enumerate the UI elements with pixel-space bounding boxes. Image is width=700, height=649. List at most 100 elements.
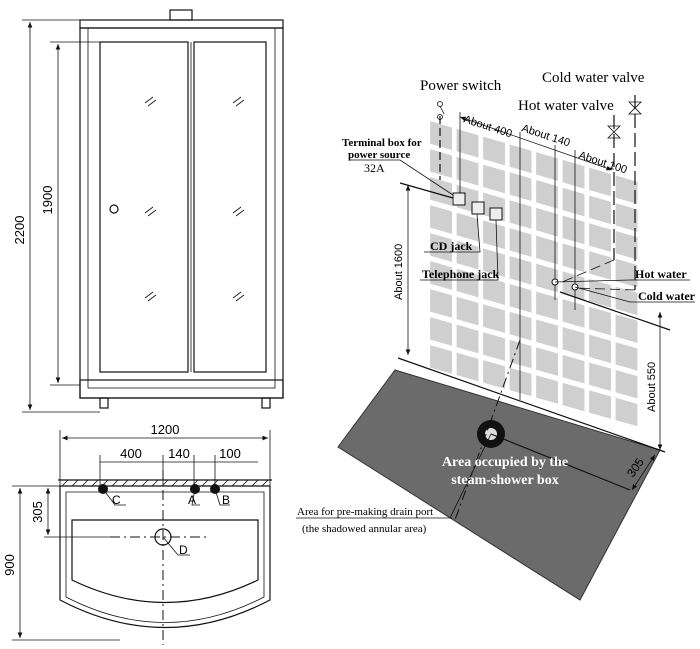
- cold-water-valve-icon: [628, 101, 642, 115]
- wall-tile: [562, 299, 585, 328]
- wall-tile: [589, 223, 611, 252]
- wall-tile: [456, 212, 479, 242]
- power-switch-label: Power switch: [420, 78, 502, 94]
- wall-tile: [562, 327, 585, 356]
- wall-tile: [536, 347, 558, 376]
- wall-tile: [615, 397, 638, 427]
- drain-label-2: (the shadowed annular area): [302, 523, 427, 535]
- wall-tile: [536, 319, 558, 349]
- wall-tile: [536, 235, 558, 265]
- wall-tile: [562, 382, 585, 412]
- area-label-2: steam-shower box: [451, 473, 558, 488]
- dim-height-door: 1900: [40, 186, 55, 215]
- wall-tile: [615, 342, 638, 371]
- wall-tile: [430, 345, 452, 374]
- wall-tile: [483, 164, 505, 194]
- telephone-jack-icon: [489, 207, 503, 221]
- wall-tile: [509, 311, 532, 341]
- wall-tile: [589, 278, 611, 308]
- wall-tile: [536, 263, 558, 293]
- wall-tile: [483, 332, 505, 361]
- wall-tile: [456, 296, 479, 326]
- wall-tile: [589, 334, 611, 364]
- point-b: B: [222, 493, 230, 507]
- terminal-box-label-2: power source: [348, 149, 410, 161]
- wall-tile: [562, 187, 585, 217]
- wall-tile: [430, 317, 452, 346]
- wall-tile: [483, 136, 505, 166]
- wall-tile: [536, 291, 558, 321]
- wall-tile: [509, 228, 532, 257]
- wall-tile: [589, 195, 611, 225]
- dim-offset-b: 100: [219, 446, 241, 461]
- wall-tile: [562, 159, 585, 189]
- point-a: A: [188, 493, 196, 507]
- dim-about-1600: About 1600: [393, 244, 405, 300]
- wall-tile: [536, 375, 558, 404]
- hot-water-valve-icon: [607, 125, 621, 139]
- wall-tile: [615, 203, 638, 232]
- wall-tile: [430, 261, 452, 290]
- cold-water-valve-label: Cold water valve: [542, 70, 645, 86]
- wall-tile: [456, 324, 479, 354]
- wall-tile: [430, 121, 452, 150]
- wall-tile: [430, 205, 452, 234]
- wall-tile: [509, 339, 532, 369]
- wall-tile: [483, 276, 505, 306]
- wall-tile: [536, 207, 558, 237]
- wall-tile: [483, 248, 505, 278]
- dim-depth-points: 305: [30, 501, 45, 523]
- wall-tile: [589, 167, 611, 197]
- wall-tile: [589, 390, 611, 419]
- wall-tile: [509, 367, 532, 397]
- wall-tile: [509, 144, 532, 174]
- wall-tile: [509, 172, 532, 202]
- dim-about-550: About 550: [646, 362, 658, 412]
- drain-label-1: Area for pre-making drain port: [297, 506, 433, 518]
- wall-tile: [615, 175, 638, 205]
- wall-tile: [615, 314, 638, 343]
- wall-tile: [430, 149, 452, 178]
- terminal-box-label-1: Terminal box for: [342, 137, 422, 149]
- wall-tile: [562, 354, 585, 384]
- dim-about-140: About 140: [520, 122, 571, 149]
- terminal-box-rating: 32A: [364, 161, 385, 175]
- terminal-box-icon: [452, 192, 466, 206]
- wall-tile: [615, 230, 638, 260]
- wall-tile: [456, 352, 479, 382]
- wall-tile: [615, 369, 638, 399]
- wall-tile: [483, 360, 505, 389]
- point-d: D: [179, 543, 188, 557]
- dim-width-total: 1200: [151, 422, 180, 437]
- front-view: 2200 1900: [12, 9, 284, 413]
- plan-view: 1200 400 140 100 C A B D 305: [2, 422, 272, 645]
- wall-tile: [456, 268, 479, 298]
- wall-tile: [589, 362, 611, 391]
- tile-wall: [430, 121, 638, 427]
- wall-tile: [456, 240, 479, 270]
- hot-water-label: Hot water: [635, 267, 687, 281]
- wall-tile: [509, 200, 532, 229]
- wall-tile: [562, 215, 585, 245]
- telephone-jack-label: Telephone jack: [422, 267, 500, 281]
- wall-tile: [430, 289, 452, 318]
- hot-water-valve-label: Hot water valve: [518, 98, 614, 114]
- wall-tile: [483, 304, 505, 333]
- installation-view: Power switch Cold water valve Hot water …: [296, 70, 696, 601]
- wall-tile: [483, 220, 505, 250]
- wall-tile: [562, 243, 585, 273]
- dim-depth-total: 900: [2, 554, 17, 576]
- cold-water-label: Cold water: [638, 289, 696, 303]
- wall-tile: [509, 283, 532, 313]
- cd-jack-icon: [471, 201, 485, 215]
- wall-tile: [536, 180, 558, 209]
- cd-jack-label: CD jack: [430, 239, 473, 253]
- point-c: C: [112, 493, 121, 507]
- wall-tile: [589, 306, 611, 336]
- dim-offset-a: 140: [168, 446, 190, 461]
- floor-area: [337, 369, 661, 601]
- dim-height-total: 2200: [12, 216, 27, 245]
- wall-tile: [589, 251, 611, 280]
- wall-tile: [430, 177, 452, 206]
